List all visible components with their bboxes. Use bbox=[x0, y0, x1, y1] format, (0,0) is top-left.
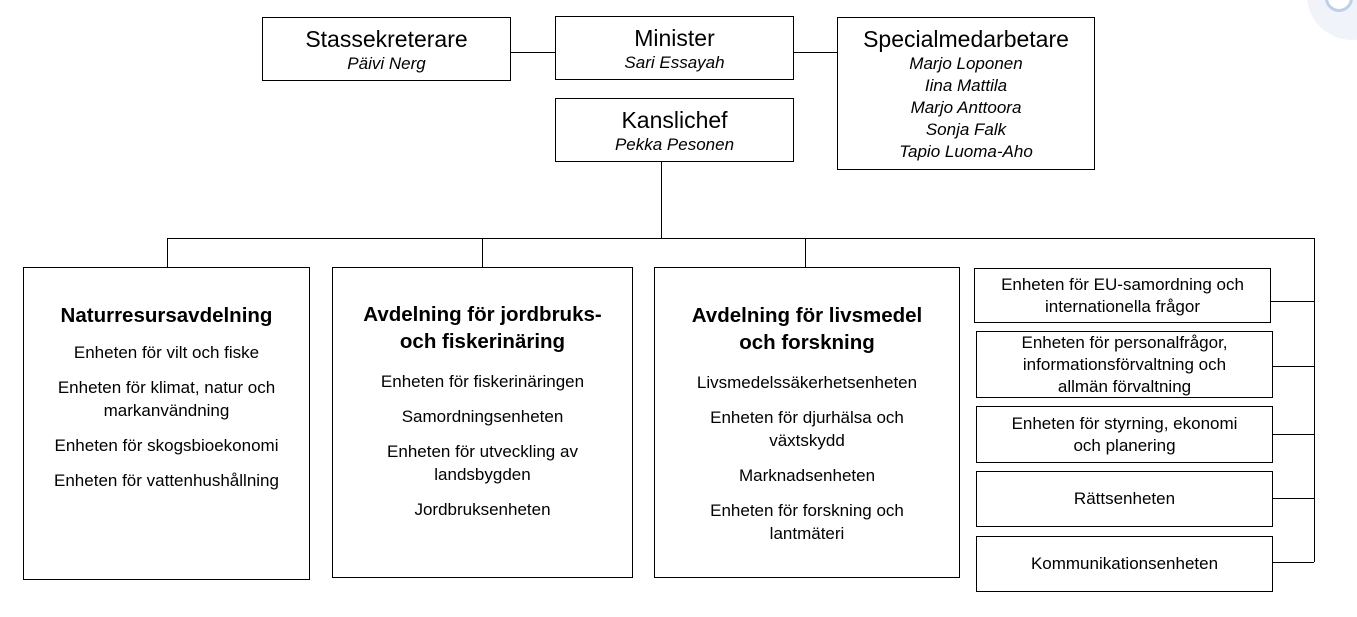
unit-item: Samordningsenheten bbox=[401, 407, 564, 426]
connector-dept-1 bbox=[167, 238, 168, 268]
stassekreterare-title: Stassekreterare bbox=[305, 26, 468, 52]
connector-dept-2 bbox=[482, 238, 483, 268]
department-livsmedel-forskning: Avdelning för livsmedel och forskning Li… bbox=[654, 267, 960, 578]
specialmedarbetare-title: Specialmedarbetare bbox=[863, 26, 1069, 52]
department-title: Naturresursavdelning bbox=[60, 304, 273, 327]
department-title: och forskning bbox=[739, 331, 875, 354]
minister-title: Minister bbox=[634, 25, 715, 51]
connector-kanslichef-down bbox=[661, 161, 662, 239]
connector-horizontal-bus bbox=[167, 238, 1314, 239]
department-title: Avdelning för jordbruks- bbox=[363, 303, 602, 326]
kanslichef-box: Kanslichef Pekka Pesonen bbox=[555, 98, 794, 162]
connector-stassekreterare-minister bbox=[510, 52, 556, 53]
connector-staff-4 bbox=[1272, 498, 1314, 499]
connector-dept-3 bbox=[805, 238, 806, 268]
specialmedarbetare-name: Tapio Luoma-Aho bbox=[899, 142, 1033, 161]
unit-item: Livsmedelssäkerhetsenheten bbox=[696, 373, 918, 392]
kanslichef-name: Pekka Pesonen bbox=[614, 135, 735, 154]
unit-item: Enheten för vilt och fiske bbox=[73, 343, 260, 362]
specialmedarbetare-name: Marjo Anttoora bbox=[910, 98, 1022, 117]
connector-staff-5 bbox=[1272, 562, 1314, 563]
unit-item: Marknadsenheten bbox=[738, 466, 876, 485]
connector-staff-3 bbox=[1272, 434, 1314, 435]
specialmedarbetare-name: Sonja Falk bbox=[925, 120, 1007, 139]
kanslichef-title: Kanslichef bbox=[621, 107, 728, 133]
unit-item: Enheten för vattenhushållning bbox=[54, 471, 279, 490]
specialmedarbetare-name: Marjo Loponen bbox=[909, 54, 1023, 73]
specialmedarbetare-name: Iina Mattila bbox=[924, 76, 1008, 95]
staff-unit-rattsenheten: Rättsenheten bbox=[976, 471, 1273, 527]
stassekreterare-name: Päivi Nerg bbox=[347, 54, 426, 73]
stassekreterare-box: Stassekreterare Päivi Nerg bbox=[262, 17, 511, 81]
unit-item: Enheten för skogsbioekonomi bbox=[54, 436, 279, 455]
connector-staff-2 bbox=[1272, 366, 1314, 367]
department-title: och fiskerinäring bbox=[399, 330, 566, 353]
specialmedarbetare-box: Specialmedarbetare Marjo Loponen Iina Ma… bbox=[837, 17, 1095, 170]
staff-unit-kommunikation: Kommunikationsenheten bbox=[976, 536, 1273, 592]
unit-item: Jordbruksenheten bbox=[414, 500, 551, 519]
connector-staff-vertical bbox=[1314, 238, 1315, 562]
connector-staff-1 bbox=[1270, 301, 1314, 302]
department-jordbruk-fiske: Avdelning för jordbruks- och fiskerinäri… bbox=[332, 267, 633, 578]
unit-item: Enheten för fiskerinäringen bbox=[380, 372, 585, 391]
minister-box: Minister Sari Essayah bbox=[555, 16, 794, 80]
minister-name: Sari Essayah bbox=[624, 53, 725, 72]
staff-unit-personalfragor: Enheten för personalfrågor,informationsf… bbox=[976, 331, 1273, 398]
department-title: Avdelning för livsmedel bbox=[691, 304, 923, 327]
connector-minister-specialmedarbetare bbox=[793, 52, 838, 53]
department-naturresursavdelning: Naturresursavdelning Enheten för vilt oc… bbox=[23, 267, 310, 580]
